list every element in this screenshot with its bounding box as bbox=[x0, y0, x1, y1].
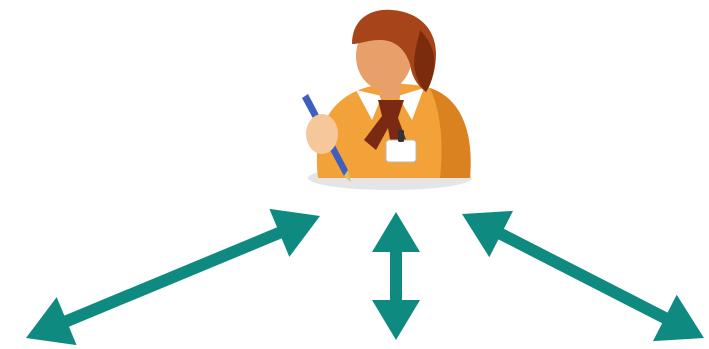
arrow-head bbox=[372, 300, 420, 340]
person-hand bbox=[306, 114, 338, 154]
arrow-center-vertical bbox=[372, 212, 420, 340]
arrow-head bbox=[372, 212, 420, 252]
arrow-right-diagonal bbox=[462, 211, 704, 341]
arrow-left-diagonal bbox=[26, 209, 320, 345]
person-writing-icon bbox=[302, 10, 472, 190]
person-badge-clip bbox=[398, 130, 404, 142]
person-badge bbox=[386, 140, 416, 162]
